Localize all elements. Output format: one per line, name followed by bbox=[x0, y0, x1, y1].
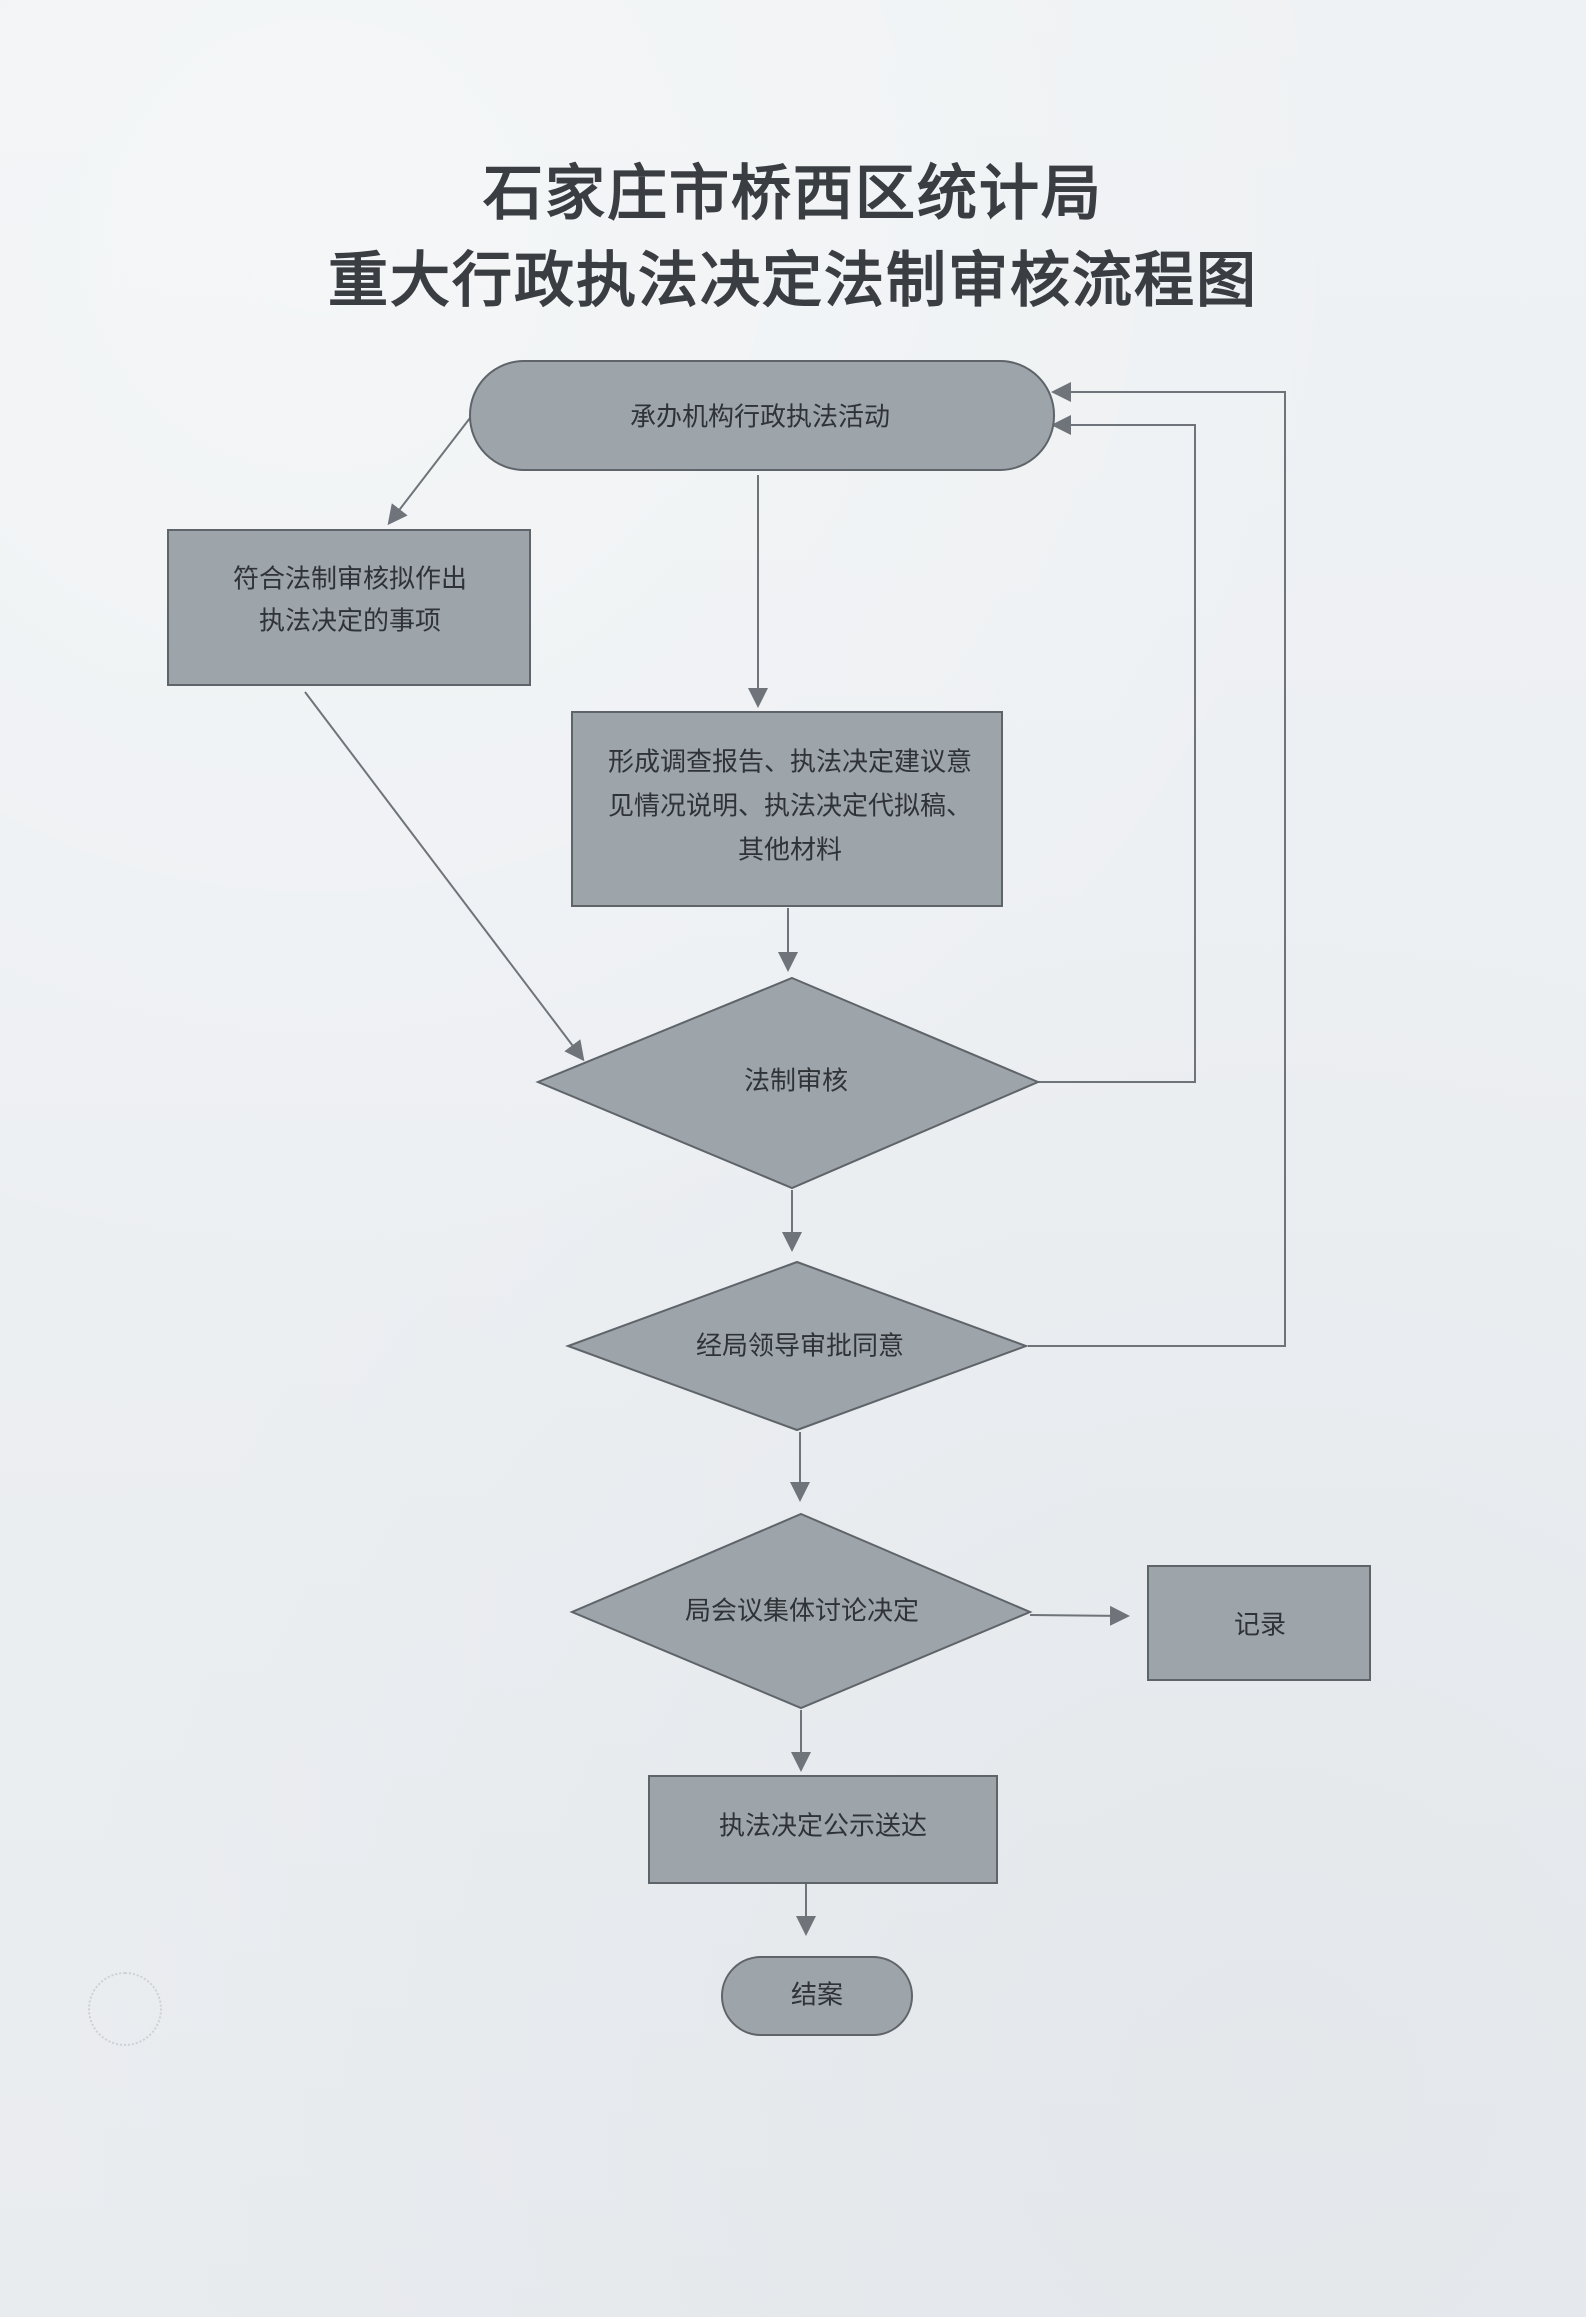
node-legal-review: 法制审核 bbox=[535, 976, 1041, 1190]
arrow-start-to-eligible bbox=[387, 417, 471, 526]
page-title-line-2: 重大行政执法决定法制审核流程图 bbox=[328, 246, 1258, 316]
faint-seal-mark bbox=[88, 1972, 162, 2046]
node-start-label: 承办机构行政执法活动 bbox=[630, 403, 890, 433]
node-leader-approval-label: 经局领导审批同意 bbox=[696, 1332, 904, 1362]
node-publish-label: 执法决定公示送达 bbox=[719, 1812, 927, 1842]
node-eligible-label-line-1: 符合法制审核拟作出 bbox=[233, 565, 467, 595]
arrow-approval-back-to-start bbox=[1028, 382, 1286, 1347]
node-legal-review-label: 法制审核 bbox=[744, 1067, 848, 1097]
node-materials: 形成调查报告、执法决定建议意 见情况说明、执法决定代拟稿、 其他材料 bbox=[571, 711, 1003, 907]
node-eligible: 符合法制审核拟作出 执法决定的事项 bbox=[167, 529, 531, 686]
node-end: 结案 bbox=[721, 1956, 913, 2036]
node-materials-label-line-2: 见情况说明、执法决定代拟稿、 bbox=[608, 792, 972, 822]
node-meeting-decision-label: 局会议集体讨论决定 bbox=[685, 1597, 919, 1627]
node-leader-approval: 经局领导审批同意 bbox=[565, 1260, 1029, 1432]
arrow-meeting-to-record bbox=[1029, 1605, 1130, 1626]
node-publish: 执法决定公示送达 bbox=[648, 1775, 998, 1884]
page-title-line-1: 石家庄市桥西区统计局 bbox=[483, 159, 1103, 229]
connectors bbox=[304, 382, 1286, 1936]
node-record-label: 记录 bbox=[1234, 1611, 1286, 1641]
node-materials-label-line-1: 形成调查报告、执法决定建议意 bbox=[608, 748, 972, 778]
node-record: 记录 bbox=[1147, 1565, 1371, 1681]
node-eligible-label-line-2: 执法决定的事项 bbox=[259, 607, 441, 637]
node-meeting-decision: 局会议集体讨论决定 bbox=[569, 1512, 1033, 1710]
node-start: 承办机构行政执法活动 bbox=[469, 360, 1055, 471]
node-end-label: 结案 bbox=[791, 1981, 843, 2011]
arrow-review-back-to-start bbox=[1038, 415, 1196, 1083]
arrow-eligible-to-review bbox=[304, 691, 585, 1062]
node-materials-label-line-3: 其他材料 bbox=[738, 836, 842, 866]
